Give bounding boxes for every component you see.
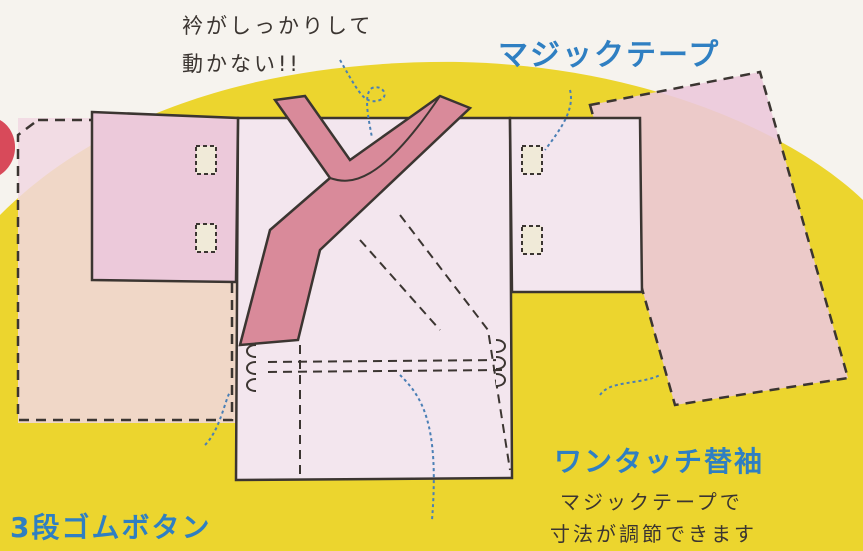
sleeve-note-line1: マジックテープで (560, 490, 743, 514)
sleeve-note-line2: 寸法が調節できます (550, 522, 757, 546)
buttons-label: 3段ゴムボタン (10, 511, 212, 544)
collar-note-line1: 衿がしっかりして (182, 14, 374, 38)
sleeve-title: ワンタッチ替袖 (554, 445, 765, 478)
pointer-stitches (204, 59, 661, 521)
right-sleeve (508, 116, 644, 294)
collar-note-line2: 動かない!! (182, 52, 301, 76)
velcro-label: マジックテープ (498, 38, 721, 73)
left-sleeve (90, 110, 240, 284)
rubber-button-loops (246, 339, 506, 392)
velcro-patches (195, 145, 543, 255)
red-accent (0, 120, 16, 175)
collar-band (238, 94, 473, 347)
inner-seams (267, 214, 511, 480)
